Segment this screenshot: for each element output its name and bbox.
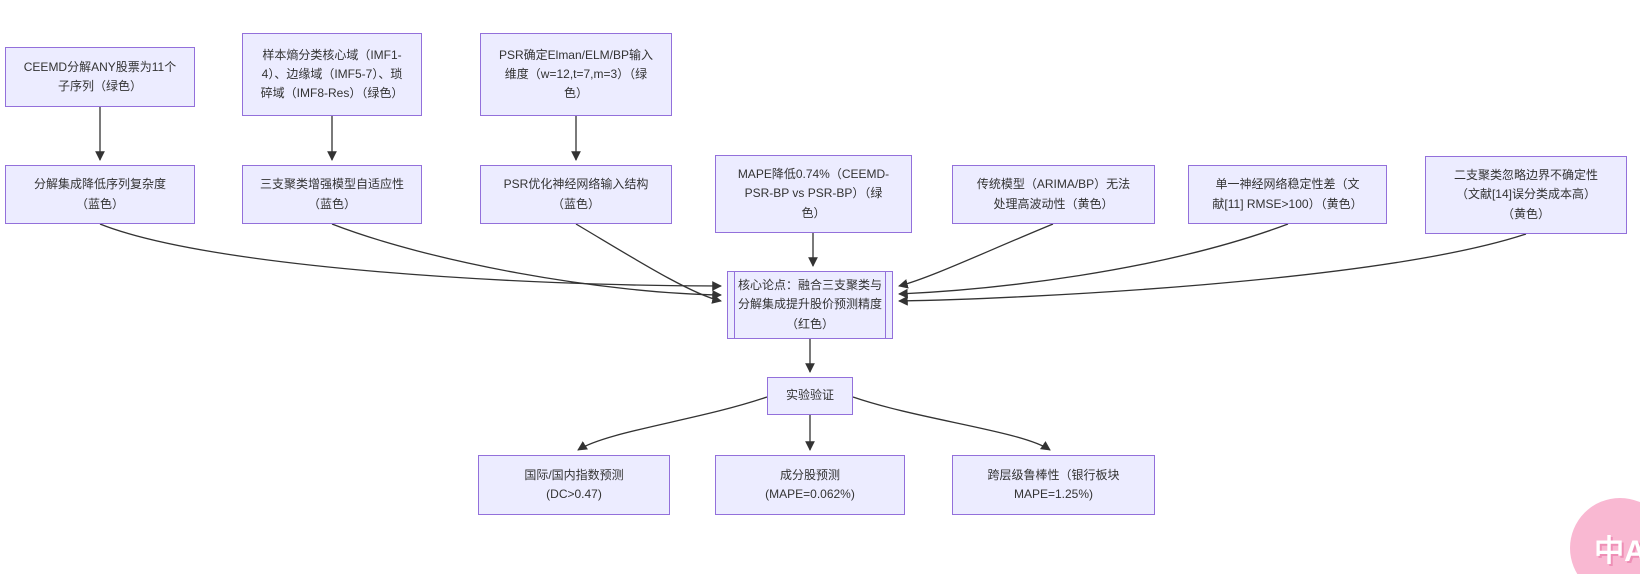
node-ceemd-decompose: CEEMD分解ANY股票为11个 子序列（绿色） [5,47,195,107]
translate-icon[interactable]: 中A [1570,498,1640,574]
edge-decomp-to-core [99,223,722,291]
node-cross-level-robust: 跨层级鲁棒性（银行板块 MAPE=1.25%) [952,455,1155,515]
edge-threeway-to-core [331,223,722,300]
edge-experiment-to-index [577,396,768,451]
node-two-way-limit: 二支聚类忽略边界不确定性 （文献[14]误分类成本高） （黄色） [1425,156,1627,234]
node-experiment: 实验验证 [767,377,853,415]
node-psr-optimize: PSR优化神经网络输入结构 （蓝色） [480,165,672,224]
node-sample-entropy: 样本熵分类核心域（IMF1- 4）、边缘域（IMF5-7）、琐 碎域（IMF8-… [242,33,422,116]
node-decomp-complexity: 分解集成降低序列复杂度 （蓝色） [5,165,195,224]
edge-singlenn-to-core [898,223,1289,299]
node-index-prediction: 国际/国内指数预测 (DC>0.47) [478,455,670,515]
edge-experiment-to-crosslevel [852,396,1051,451]
edge-traditional-to-core [898,223,1054,289]
node-traditional-limit: 传统模型（ARIMA/BP）无法 处理高波动性（黄色） [952,165,1155,224]
edge-psropt-to-core [575,223,722,304]
node-single-nn-unstable: 单一神经网络稳定性差（文 献[11] RMSE>100）（黄色） [1188,165,1387,224]
node-constituent-prediction: 成分股预测 (MAPE=0.062%) [715,455,905,515]
edge-twoway-to-core [898,233,1527,306]
node-core-thesis: 核心论点：融合三支聚类与 分解集成提升股价预测精度 （红色） [727,271,893,339]
node-three-way-adaptive: 三支聚类增强模型自适应性 （蓝色） [242,165,422,224]
node-mape-reduce: MAPE降低0.74%（CEEMD- PSR-BP vs PSR-BP）（绿 色… [715,155,912,233]
node-psr-input-dim: PSR确定Elman/ELM/BP输入 维度（w=12,t=7,m=3）（绿 色… [480,33,672,116]
